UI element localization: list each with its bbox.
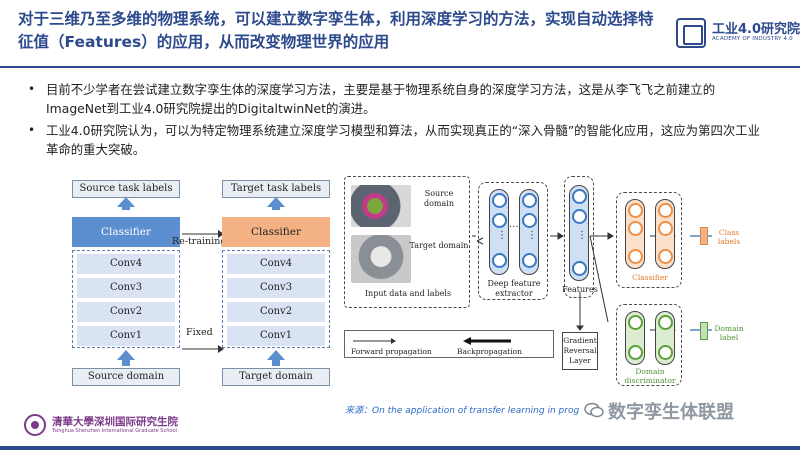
up-arrow-icon — [267, 350, 285, 360]
neuron — [627, 249, 643, 264]
neuron — [521, 253, 537, 268]
fixed-label: Fixed — [186, 327, 213, 338]
source-citation: 来源：On the application of transfer learni… — [345, 406, 580, 416]
neuron — [657, 249, 673, 264]
conv-layer: Conv4 — [227, 254, 325, 274]
vertical-ellipsis: ⋮ — [577, 230, 587, 241]
class-output-bar — [700, 227, 708, 245]
domain-discriminator-label: Domain discriminator — [624, 367, 676, 385]
logo-main-text: 工业4.0研究院 — [712, 22, 800, 37]
neuron — [657, 315, 673, 330]
target-domain-label: Target domain — [409, 241, 469, 250]
vertical-ellipsis: ⋮ — [497, 230, 507, 241]
retraining-label: Re-training — [172, 236, 227, 247]
classifier-frame: Classifier — [616, 192, 682, 288]
conv-layer: Conv3 — [227, 278, 325, 298]
conv-layer: Conv3 — [77, 278, 175, 298]
wechat-icon — [584, 402, 604, 418]
neuron — [657, 345, 673, 360]
watermark-text: 数字孪生体联盟 — [608, 402, 734, 423]
slide-header: 对于三维乃至多维的物理系统，可以建立数字孪生体，利用深度学习的方法，实现自动选择… — [0, 0, 800, 64]
middle-arrows — [182, 230, 224, 353]
university-seal-icon — [24, 414, 46, 436]
target-conv-stack: Conv4 Conv3 Conv2 Conv1 — [222, 250, 330, 348]
neuron — [521, 213, 537, 228]
features-frame: ⋮ Features — [562, 176, 598, 298]
domain-discriminator-frame: Domain discriminator — [616, 304, 682, 386]
domain-output-bar — [700, 322, 708, 340]
up-arrow-icon — [117, 197, 135, 207]
input-caption: Input data and labels — [364, 289, 452, 298]
bullet-item: • 工业4.0研究院认为，可以为特定物理系统建立深度学习模型和算法，从而实现真正… — [28, 121, 768, 159]
bottom-bar — [0, 446, 800, 450]
up-arrow-stem — [122, 358, 130, 366]
university-logo: 清華大學深圳国际研究生院 Tsinghua Shenzhen Internati… — [24, 412, 224, 442]
neuron — [627, 345, 643, 360]
university-name: 清華大學深圳国际研究生院 — [52, 416, 178, 428]
source-task-labels: Source task labels — [72, 180, 180, 198]
legend-arrows — [353, 337, 511, 345]
conv-layer: Conv1 — [227, 326, 325, 346]
deep-feature-extractor-frame: ⋮ ⋮ ... Deep feature extractor — [478, 182, 548, 300]
neuron — [491, 253, 507, 268]
neuron — [627, 203, 643, 218]
vertical-ellipsis: ⋮ — [527, 230, 537, 241]
neuron — [627, 221, 643, 236]
bullet-item: • 目前不少学者在尝试建立数字孪生体的深度学习方法，主要是基于物理系统自身的深度… — [28, 80, 768, 118]
layer-pill — [569, 185, 589, 281]
forward-propagation-label: Forward propagation — [351, 347, 432, 356]
university-subtitle: Tsinghua Shenzhen International Graduate… — [52, 428, 177, 434]
neuron — [491, 193, 507, 208]
classifier-label: Classifier — [632, 273, 668, 282]
neuron — [627, 315, 643, 330]
up-arrow-icon — [267, 197, 285, 207]
neuron — [657, 221, 673, 236]
conv-layer: Conv1 — [77, 326, 175, 346]
bullet-dot-icon: • — [28, 123, 36, 137]
up-arrow-stem — [272, 358, 280, 366]
deep-feature-label: Deep feature extractor — [487, 279, 541, 298]
legend: Forward propagation Backpropagation — [344, 330, 554, 358]
domain-adaptation-figure: Source domain Target domain Input data a… — [340, 172, 768, 390]
source-conv-stack: Conv4 Conv3 Conv2 Conv1 — [72, 250, 180, 348]
neuron — [657, 203, 673, 218]
neuron — [571, 209, 587, 224]
conv-layer: Conv2 — [227, 302, 325, 322]
source-classifier: Classifier — [72, 217, 180, 247]
target-task-labels: Target task labels — [222, 180, 330, 198]
neuron — [571, 261, 587, 276]
target-classifier: Classifier — [222, 217, 330, 247]
bullet-text: 工业4.0研究院认为，可以为特定物理系统建立深度学习模型和算法，从而实现真正的“… — [46, 123, 761, 157]
neuron — [571, 189, 587, 204]
input-frame: Source domain Target domain Input data a… — [344, 176, 470, 308]
horizontal-ellipsis: ... — [509, 219, 519, 230]
class-labels-text: Class labels — [717, 228, 741, 246]
header-divider — [0, 66, 800, 68]
conv-layer: Conv2 — [77, 302, 175, 322]
target-domain-box: Target domain — [222, 368, 330, 386]
institute-logo: 工业4.0研究院 ACADEMY OF INDUSTRY 4.0 — [676, 18, 800, 52]
gradient-reversal-layer: Gradient Reversal Layer — [562, 332, 598, 370]
conv-layer: Conv4 — [77, 254, 175, 274]
source-machine-image — [351, 185, 411, 227]
neuron — [521, 193, 537, 208]
bullet-list: • 目前不少学者在尝试建立数字孪生体的深度学习方法，主要是基于物理系统自身的深度… — [28, 80, 768, 162]
logo-sub-text: ACADEMY OF INDUSTRY 4.0 — [712, 36, 793, 42]
source-domain-label: Source domain — [423, 189, 454, 208]
up-arrow-stem — [122, 204, 130, 210]
slide-title: 对于三维乃至多维的物理系统，可以建立数字孪生体，利用深度学习的方法，实现自动选择… — [18, 10, 654, 51]
domain-label-text: Domain label — [714, 324, 744, 342]
source-domain-box: Source domain — [72, 368, 180, 386]
up-arrow-icon — [117, 350, 135, 360]
up-arrow-stem — [272, 204, 280, 210]
target-machine-image — [351, 235, 411, 283]
bullet-dot-icon: • — [28, 82, 36, 96]
bullet-text: 目前不少学者在尝试建立数字孪生体的深度学习方法，主要是基于物理系统自身的深度学习… — [46, 82, 716, 116]
transfer-learning-figure: Source task labels Classifier Conv4 Conv… — [62, 172, 330, 390]
backpropagation-label: Backpropagation — [457, 347, 522, 356]
features-label: Features — [562, 285, 598, 294]
logo-mark-icon — [676, 18, 706, 48]
neuron — [491, 213, 507, 228]
